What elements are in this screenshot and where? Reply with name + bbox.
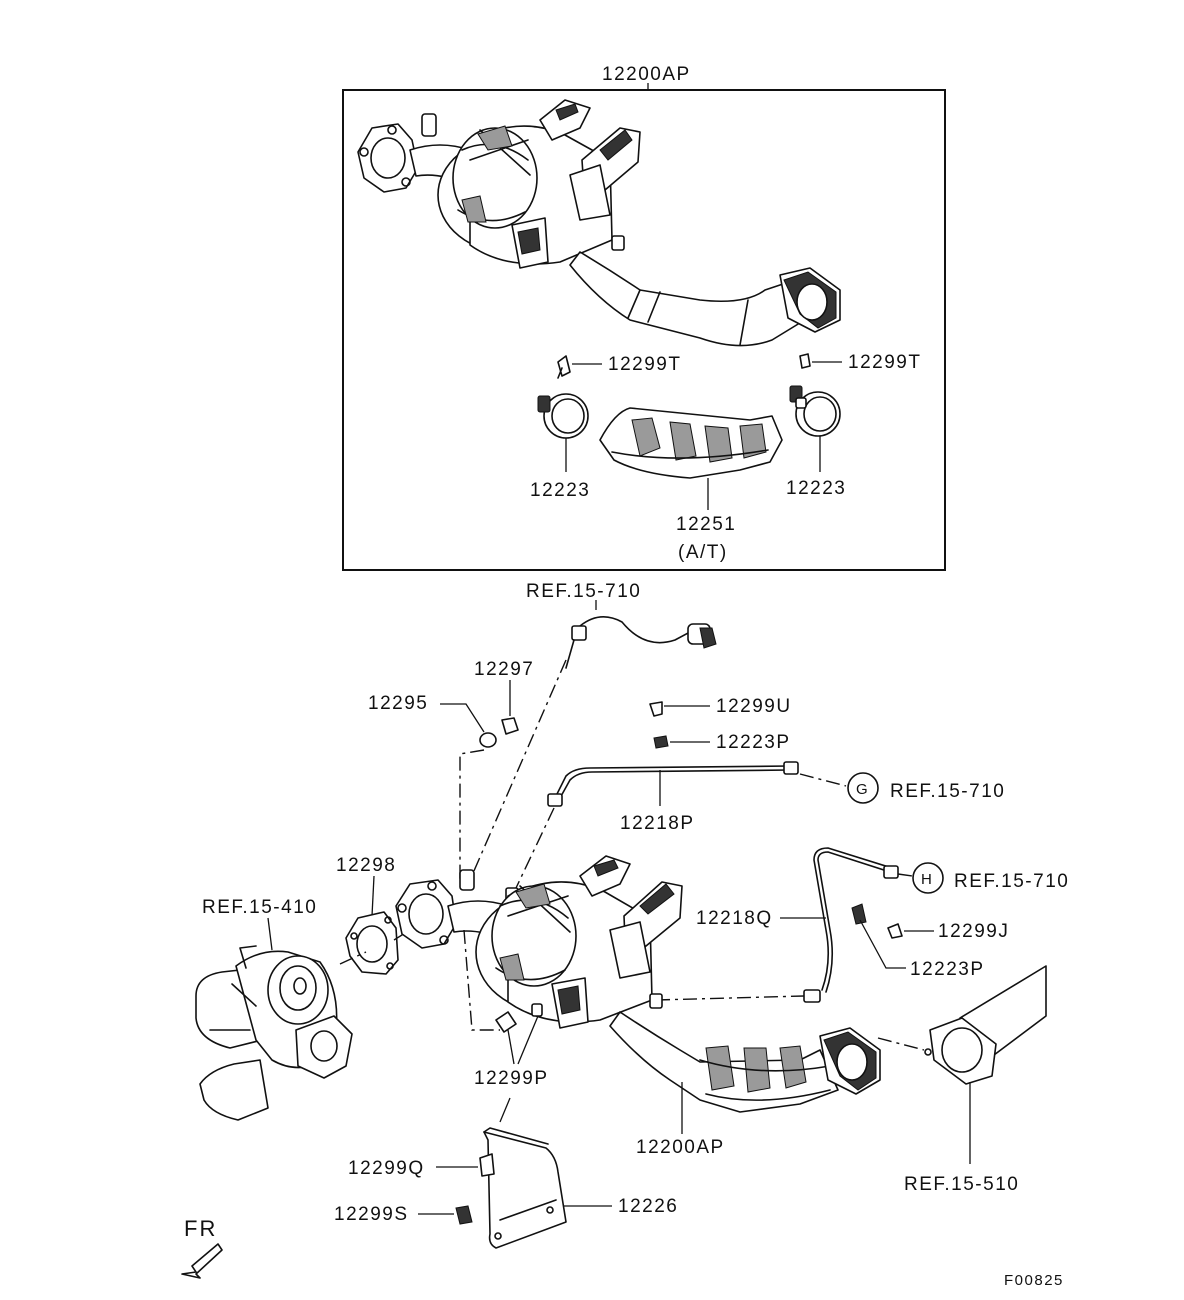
ref-h-label[interactable]: REF.15-710 [954,871,1069,892]
exhaust-pipe-drawing [924,965,1047,1085]
inset-clamp-right-label[interactable]: 12223 [786,478,846,499]
washer-drawing [479,732,497,748]
inset-bolt-right-label[interactable]: 12299T [848,352,921,373]
bolt-u-drawing [649,701,663,717]
bolt-q-drawing [479,1153,495,1177]
oxygen-sensor-drawing [565,616,717,669]
bolt-s-label[interactable]: 12299S [334,1204,409,1225]
ref-exhaust-label[interactable]: REF.15-510 [904,1174,1019,1195]
gasket-drawing [345,911,399,975]
gasket-label[interactable]: 12298 [336,855,396,876]
main-converter-drawing [395,855,881,1113]
drawing-code: F00825 [1004,1272,1064,1289]
inset-shield-label[interactable]: 12251 [676,514,736,535]
inset-title-label[interactable]: 12200AP [602,64,691,85]
direction-arrow-icon [181,1243,223,1279]
callout-g-circle[interactable] [847,772,879,804]
converter-label[interactable]: 12200AP [636,1137,725,1158]
bracket-label[interactable]: 12226 [618,1196,678,1217]
inset-shield-note: (A/T) [678,542,728,563]
inset-assembly: 12200AP [342,64,946,571]
bolt-s-drawing [455,1205,473,1225]
turbocharger-drawing [195,945,353,1121]
callout-h-letter: H [921,871,933,888]
inset-clamp-left-label[interactable]: 12223 [530,480,590,501]
direction-label: FR [184,1216,217,1241]
bracket-drawing [483,1127,567,1249]
inset-frame [342,89,946,571]
ref-turbo-label[interactable]: REF.15-410 [202,897,317,918]
callout-h-circle[interactable] [912,862,944,894]
bolt-u-label[interactable]: 12299U [716,696,792,717]
clip-p-drawing [653,735,669,749]
nut-label[interactable]: 12297 [474,659,534,680]
bolt-p-label[interactable]: 12299P [474,1068,549,1089]
bolt-j-label[interactable]: 12299J [938,921,1009,942]
inset-bolt-left-drawing [557,355,571,379]
clip-p2-drawing [851,903,867,925]
callout-g-letter: G [856,781,869,798]
inset-clamp-right-drawing [789,385,841,437]
clip-p2-label[interactable]: 12223P [910,959,985,980]
main-assembly: REF.15-710 12297 12295 12299U 12223P [181,581,1069,1289]
inset-clamp-left-drawing [537,393,589,439]
ref-g-label[interactable]: REF.15-710 [890,781,1005,802]
pipe-q-label[interactable]: 12218Q [696,908,773,929]
bolt-p-drawing [495,1003,543,1033]
nut-drawing [501,717,519,735]
bolt-q-label[interactable]: 12299Q [348,1158,425,1179]
washer-label[interactable]: 12295 [368,693,428,714]
ref-sensor-top-label[interactable]: REF.15-710 [526,581,641,602]
bolt-j-drawing [887,923,903,939]
inset-shield-drawing [599,407,783,479]
inset-bolt-right-drawing [799,353,811,369]
pipe-p-label[interactable]: 12218P [620,813,695,834]
clip-p-label[interactable]: 12223P [716,732,791,753]
inset-converter-drawing [357,99,841,347]
inset-bolt-left-label[interactable]: 12299T [608,354,681,375]
pipe-q-drawing [803,847,899,1003]
pipe-p-drawing [547,761,799,807]
